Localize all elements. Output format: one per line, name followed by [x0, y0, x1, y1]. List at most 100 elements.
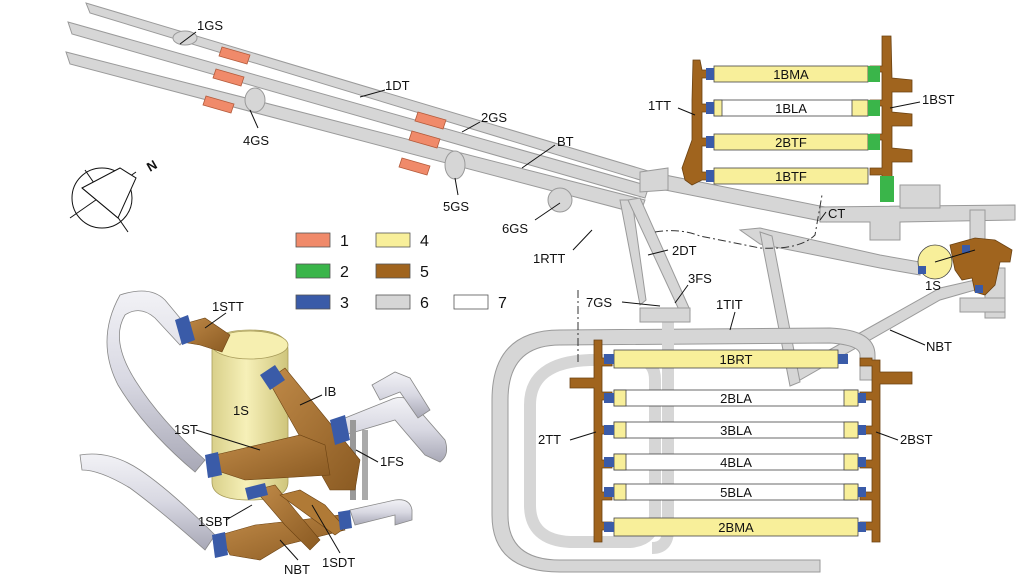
label-1tt: 1TT [648, 98, 671, 113]
end-5bla-r [843, 483, 859, 501]
plug-1 [218, 46, 251, 65]
tunnel-top [85, 2, 656, 184]
connector-green-4 [880, 176, 894, 202]
end-2bla-r [843, 389, 859, 407]
leader-ib [299, 394, 323, 406]
label-3bla: 3BLA [720, 423, 752, 438]
connector-blue-2 [706, 102, 714, 114]
blue-band-1 [175, 315, 195, 345]
cross-passage-3 [444, 150, 466, 180]
label-nbt: NBT [926, 339, 952, 354]
label-1dt: 1DT [385, 78, 410, 93]
blue-r-5 [858, 487, 866, 497]
leader-1tt [677, 107, 696, 116]
blue-l-4 [604, 457, 614, 467]
label-1s: 1S [925, 278, 941, 293]
label-2bla: 2BLA [720, 391, 752, 406]
tube-1sbt [79, 453, 216, 551]
blue-l-5 [604, 487, 614, 497]
tunnel-box-1 [639, 167, 669, 193]
leader-2tt [569, 431, 597, 441]
connector-blue-4 [706, 170, 714, 182]
diagram-labels: 1GS 1DT 4GS 2GS BT 5GS 6GS 1RTT 2DT 3FS … [174, 18, 955, 577]
tube-1stt [106, 290, 206, 473]
legend-label-6: 6 [420, 295, 429, 312]
blue-l-2 [604, 393, 614, 403]
label-2dt: 2DT [672, 243, 697, 258]
cross-passage-2 [244, 87, 266, 113]
label-ib: IB [324, 384, 336, 399]
label-1tit: 1TIT [716, 297, 743, 312]
end-3bla-l [613, 421, 627, 439]
upper-cavern-block [681, 35, 913, 202]
plug-6 [398, 157, 431, 176]
blue-l-3 [604, 425, 614, 435]
label-2bst: 2BST [900, 432, 933, 447]
legend-swatch-1 [295, 232, 331, 248]
blue-r-1 [838, 354, 848, 364]
leader-1bst [889, 101, 921, 109]
blue-band-6 [212, 532, 228, 558]
tunnel-1s-right2 [959, 297, 1006, 313]
blue-l-1 [604, 354, 614, 364]
end-3bla-r [843, 421, 859, 439]
brown-1sdt [254, 484, 321, 551]
leader-2dt [647, 249, 669, 256]
surge-blue-2 [975, 285, 983, 293]
label-nbt-3d: NBT [284, 562, 310, 577]
end-4bla-l [613, 453, 627, 471]
tunnel-middle [67, 21, 650, 199]
leader-5gs [454, 177, 459, 196]
label-6gs: 6GS [502, 221, 528, 236]
surge-chamber-plan [917, 237, 1013, 296]
lower-cavern-block [569, 339, 913, 543]
label-1gs: 1GS [197, 18, 223, 33]
legend-swatch-5 [375, 263, 411, 279]
blue-r-2 [858, 393, 866, 403]
connector-green-2 [868, 100, 880, 116]
leader-2gs [461, 121, 481, 133]
boundary-dash-dot [577, 194, 823, 365]
leader-1s [934, 249, 976, 263]
cavern-1bla-start [713, 99, 723, 117]
blue-r-4 [858, 457, 866, 467]
label-1st: 1ST [174, 422, 198, 437]
tube-right-upper [371, 371, 431, 419]
blue-band-2 [260, 365, 285, 390]
legend: 1 2 3 4 5 6 7 [295, 232, 507, 312]
leader-nbt [889, 329, 926, 346]
compass-line-3 [81, 187, 119, 219]
legend-swatch-4 [375, 232, 411, 248]
label-2btf: 2BTF [775, 135, 807, 150]
label-1brt: 1BRT [720, 352, 753, 367]
blue-l-6 [604, 522, 614, 532]
label-1s-3d: 1S [233, 403, 249, 418]
legend-label-3: 3 [340, 295, 349, 312]
tunnel-box-2 [639, 307, 691, 323]
legend-label-1: 1 [340, 233, 349, 250]
leader-2bst [875, 431, 899, 441]
label-2gs: 2GS [481, 110, 507, 125]
legend-label-4: 4 [420, 233, 429, 250]
plug-3 [202, 95, 235, 114]
shaft-2tt [569, 339, 613, 543]
legend-label-5: 5 [420, 264, 429, 281]
blue-r-3 [858, 425, 866, 435]
tunnel-ct-area [819, 204, 1016, 241]
connector-green-3 [868, 134, 880, 150]
label-1sbt: 1SBT [198, 514, 231, 529]
shaft-2bst [859, 357, 913, 543]
label-2tt: 2TT [538, 432, 561, 447]
connector-green-1 [868, 66, 880, 82]
label-ct: CT [828, 206, 845, 221]
end-2bla-l [613, 389, 627, 407]
tunnel-ct-box [899, 184, 941, 209]
plug-4 [414, 111, 447, 130]
surge-blue-1 [918, 266, 926, 274]
inset-3d-view [79, 290, 448, 561]
leader-1dt [359, 89, 386, 98]
plug-2 [212, 68, 245, 87]
leader-6gs [534, 202, 561, 221]
leader-3fs [674, 284, 689, 304]
